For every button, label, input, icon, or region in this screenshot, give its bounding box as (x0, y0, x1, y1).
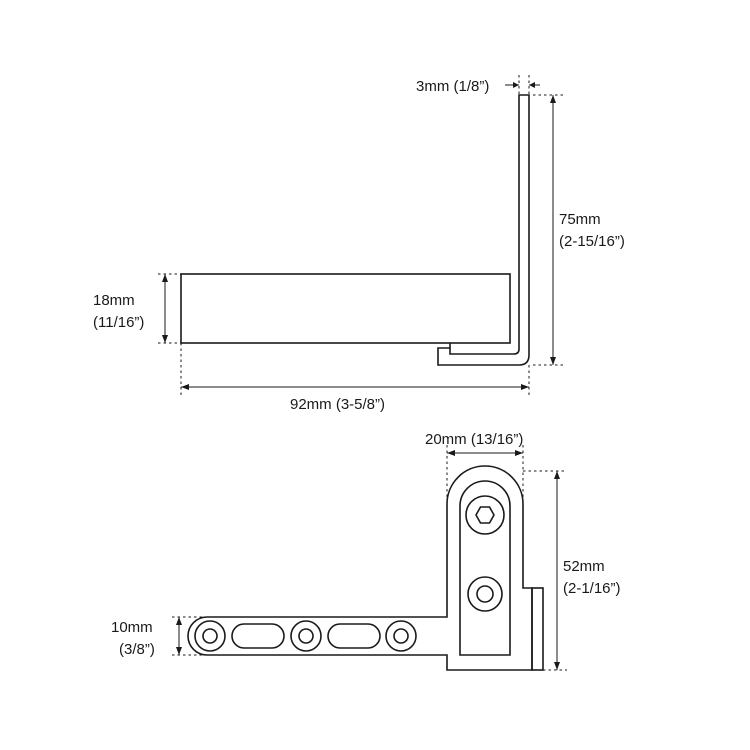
front-plan-view: 20mm (13/16”) 52mm (2-1/16”) 10mm (3/8”) (111, 431, 621, 671)
height-in-label: (2-15/16”) (559, 233, 625, 250)
height-mm-label-bottom: 52mm (563, 558, 605, 575)
arm-mm-label: 10mm (111, 619, 153, 636)
arm-dimension: 10mm (3/8”) (111, 616, 205, 658)
depth-dimension: 18mm (11/16”) (93, 273, 181, 344)
width-dimension-bottom: 20mm (13/16”) (425, 431, 524, 500)
mount-hole-2 (290, 620, 322, 652)
round-screw (467, 576, 503, 612)
side-flange (531, 587, 544, 671)
hinge-body-block (180, 273, 511, 344)
thickness-dimension: 3mm (1/8”) (416, 75, 540, 95)
hex-screw (465, 495, 505, 535)
mount-hole-1 (194, 620, 226, 652)
pivot-plate-outline (187, 465, 533, 671)
depth-mm-label: 18mm (93, 292, 135, 309)
width-label-top: 92mm (3-5/8”) (290, 396, 385, 413)
height-dimension-bottom: 52mm (2-1/16”) (523, 470, 621, 671)
pivot-plate-inner (459, 480, 511, 656)
side-profile-view: 3mm (1/8”) 75mm (2-15/16”) 18mm (11/16”) (93, 75, 625, 413)
l-bracket-outline (437, 94, 530, 366)
mount-hole-3 (385, 620, 417, 652)
width-dimension-top: 92mm (3-5/8”) (180, 343, 530, 413)
height-in-label-bottom: (2-1/16”) (563, 580, 621, 597)
mounting-holes (194, 620, 417, 652)
thickness-label: 3mm (1/8”) (416, 78, 489, 95)
mount-slot-2 (327, 623, 381, 649)
height-dimension-top: 75mm (2-15/16”) (533, 94, 625, 366)
height-mm-label: 75mm (559, 211, 601, 228)
width-label-bottom: 20mm (13/16”) (425, 431, 523, 448)
mount-slot-1 (231, 623, 285, 649)
arm-in-label: (3/8”) (119, 641, 155, 658)
depth-in-label: (11/16”) (93, 314, 144, 331)
